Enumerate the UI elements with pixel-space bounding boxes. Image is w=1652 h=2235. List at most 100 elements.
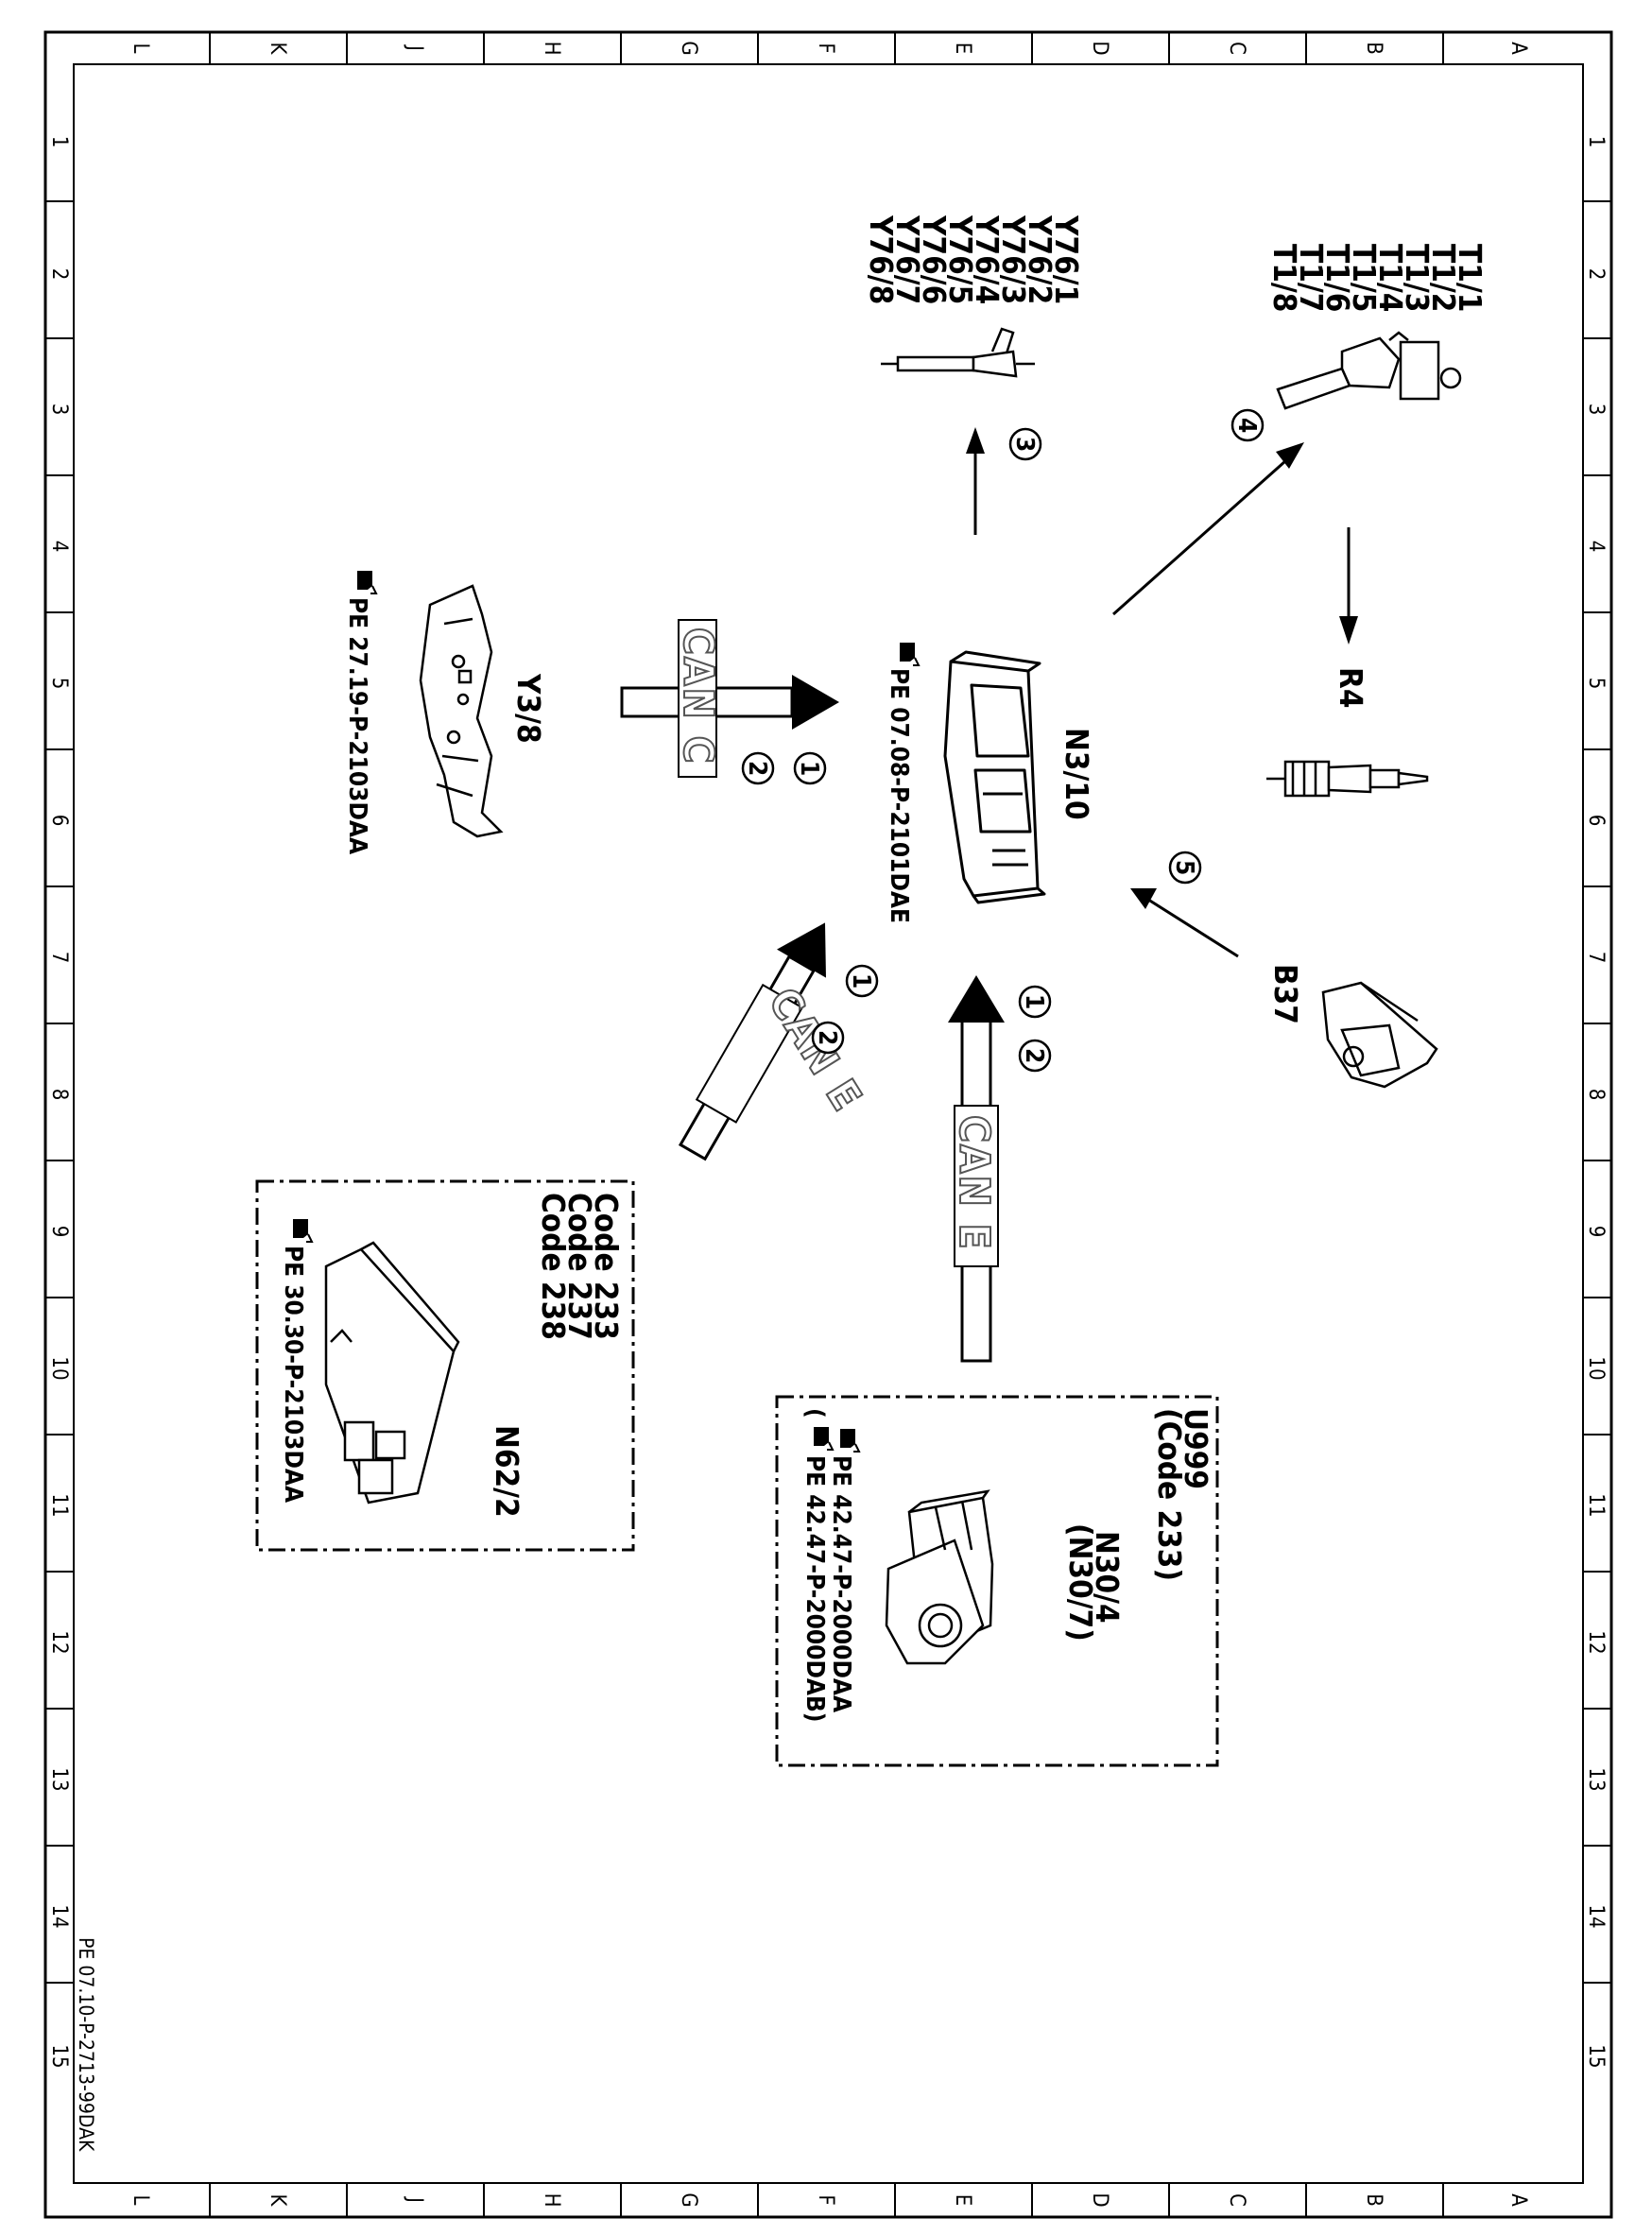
n62-2-codes: Code 233 Code 237 Code 238	[535, 1193, 625, 1340]
row-label: 9	[1584, 1226, 1608, 1238]
r4-label: R4	[1333, 667, 1369, 709]
svg-text:1: 1	[1020, 994, 1048, 1009]
callout-4: 4	[1230, 408, 1265, 442]
callout-1: 1	[845, 964, 879, 998]
y76-label: Y76/8	[863, 215, 900, 304]
n62-2-module-drawing	[324, 1241, 460, 1504]
col-label: G	[677, 41, 700, 55]
row-label: 14	[47, 1904, 71, 1928]
row-label: 3	[47, 404, 71, 416]
n3-10-label: N3/10	[1058, 728, 1095, 820]
svg-text:2: 2	[1020, 1048, 1048, 1063]
svg-text:1: 1	[795, 761, 823, 776]
t1-label-list: T1/1 T1/2 T1/3 T1/4 T1/5 T1/6 T1/7 T1/8	[1266, 244, 1489, 312]
arrow-to-r4	[1339, 527, 1358, 645]
row-label: 15	[47, 2044, 71, 2068]
col-label: H	[540, 42, 563, 56]
arrow-4	[1112, 442, 1304, 616]
y3-8-valve-body-drawing	[419, 584, 504, 838]
n30-4-label: N30/4	[1089, 1531, 1126, 1624]
u999-ref-2: PE 42.47-P-2000DAB)	[800, 1455, 829, 1723]
col-label: D	[1088, 2192, 1111, 2207]
r4-spark-plug-drawing	[1266, 760, 1429, 798]
t1-label: T1/5	[1346, 244, 1383, 312]
u999-line: U999	[1178, 1408, 1214, 1489]
row-labels-right: 1 2 3 4 5 6 7 8 9 10 11 12 13 14 15	[1584, 136, 1608, 2069]
row-label: 4	[1584, 541, 1608, 553]
t1-label: T1/6	[1319, 244, 1356, 312]
callout-1: 1	[1018, 985, 1052, 1019]
row-label: 1	[1584, 136, 1608, 148]
hand-pointer-icon	[814, 1427, 835, 1451]
can-e-left-arrow	[678, 922, 826, 1161]
code-label: Code 233	[588, 1193, 625, 1340]
y3-8-ref: PE 27.19-P-2103DAA	[343, 597, 371, 854]
n62-2-ref: PE 30.30-P-2103DAA	[279, 1246, 307, 1503]
can-c-arrow	[620, 619, 839, 778]
document-code: PE 07.10-P-2713-99DAK	[75, 1937, 97, 2152]
row-label: 3	[1584, 404, 1608, 416]
col-label: J	[403, 2195, 426, 2203]
code-label: Code 238	[535, 1193, 572, 1340]
callout-1: 1	[793, 751, 827, 785]
row-label: 14	[1584, 1904, 1608, 1928]
col-label: A	[1506, 42, 1530, 55]
u999-dashed-box	[775, 1395, 1219, 1767]
row-label: 11	[47, 1493, 71, 1517]
y76-label: Y76/2	[1022, 215, 1058, 304]
row-label: 6	[1584, 815, 1608, 827]
row-grid	[45, 200, 1611, 1984]
n3-10-control-unit-drawing	[943, 650, 1046, 904]
y76-label-list: Y76/1 Y76/2 Y76/3 Y76/4 Y76/5 Y76/6 Y76/…	[863, 215, 1085, 304]
arrow-3	[966, 427, 985, 535]
col-label: B	[1362, 2193, 1385, 2207]
t1-label: T1/2	[1425, 244, 1462, 312]
row-label: 12	[1584, 1630, 1608, 1654]
y76-label: Y76/3	[995, 215, 1032, 304]
t1-label: T1/4	[1372, 244, 1409, 312]
can-e-bottom-label: CAN E	[950, 1115, 998, 1251]
hand-pointer-icon	[840, 1429, 861, 1453]
callout-2: 2	[811, 1021, 845, 1055]
u999-header: U999 (Code 233)	[1151, 1408, 1214, 1581]
n30-4-module-drawing	[885, 1489, 994, 1665]
callout-2: 2	[1018, 1039, 1052, 1073]
y76-injector-drawing	[881, 327, 1035, 378]
svg-text:4: 4	[1232, 418, 1261, 433]
t1-label: T1/1	[1452, 244, 1489, 312]
row-label: 13	[47, 1767, 71, 1791]
hand-pointer-icon	[357, 571, 378, 594]
y76-label: Y76/7	[889, 215, 926, 304]
u999-line: (Code 233)	[1151, 1408, 1188, 1581]
b37-label: B37	[1267, 964, 1304, 1024]
callout-3: 3	[1008, 427, 1042, 461]
y76-label: Y76/1	[1048, 215, 1085, 304]
row-label: 11	[1584, 1493, 1608, 1517]
column-labels-bottom: L K J H G F E D C B A	[129, 2192, 1530, 2207]
col-label: F	[814, 2194, 837, 2205]
n30-7-label: (N30/7)	[1062, 1523, 1099, 1642]
row-label: 15	[1584, 2044, 1608, 2068]
y3-8-label: Y3/8	[510, 673, 547, 744]
row-label: 1	[47, 136, 71, 148]
col-label: E	[951, 43, 974, 55]
t1-label: T1/7	[1293, 244, 1330, 312]
row-label: 2	[1584, 268, 1608, 281]
callout-5: 5	[1168, 851, 1202, 885]
row-label: 5	[1584, 678, 1608, 690]
inner-border	[73, 63, 1584, 2184]
col-label: J	[403, 43, 426, 51]
t1-label: T1/3	[1399, 244, 1436, 312]
row-label: 7	[47, 952, 71, 964]
n3-10-ref: PE 07.08-P-2101DAE	[885, 668, 913, 923]
col-label: A	[1506, 2193, 1530, 2207]
row-label: 6	[47, 815, 71, 827]
svg-text:2: 2	[743, 761, 771, 776]
col-label: B	[1362, 42, 1385, 55]
svg-text:3: 3	[1010, 437, 1039, 452]
svg-text:2: 2	[813, 1030, 841, 1045]
col-label: H	[540, 2193, 563, 2208]
col-label: D	[1088, 41, 1111, 55]
u999-labels: N30/4 (N30/7)	[1062, 1523, 1126, 1642]
